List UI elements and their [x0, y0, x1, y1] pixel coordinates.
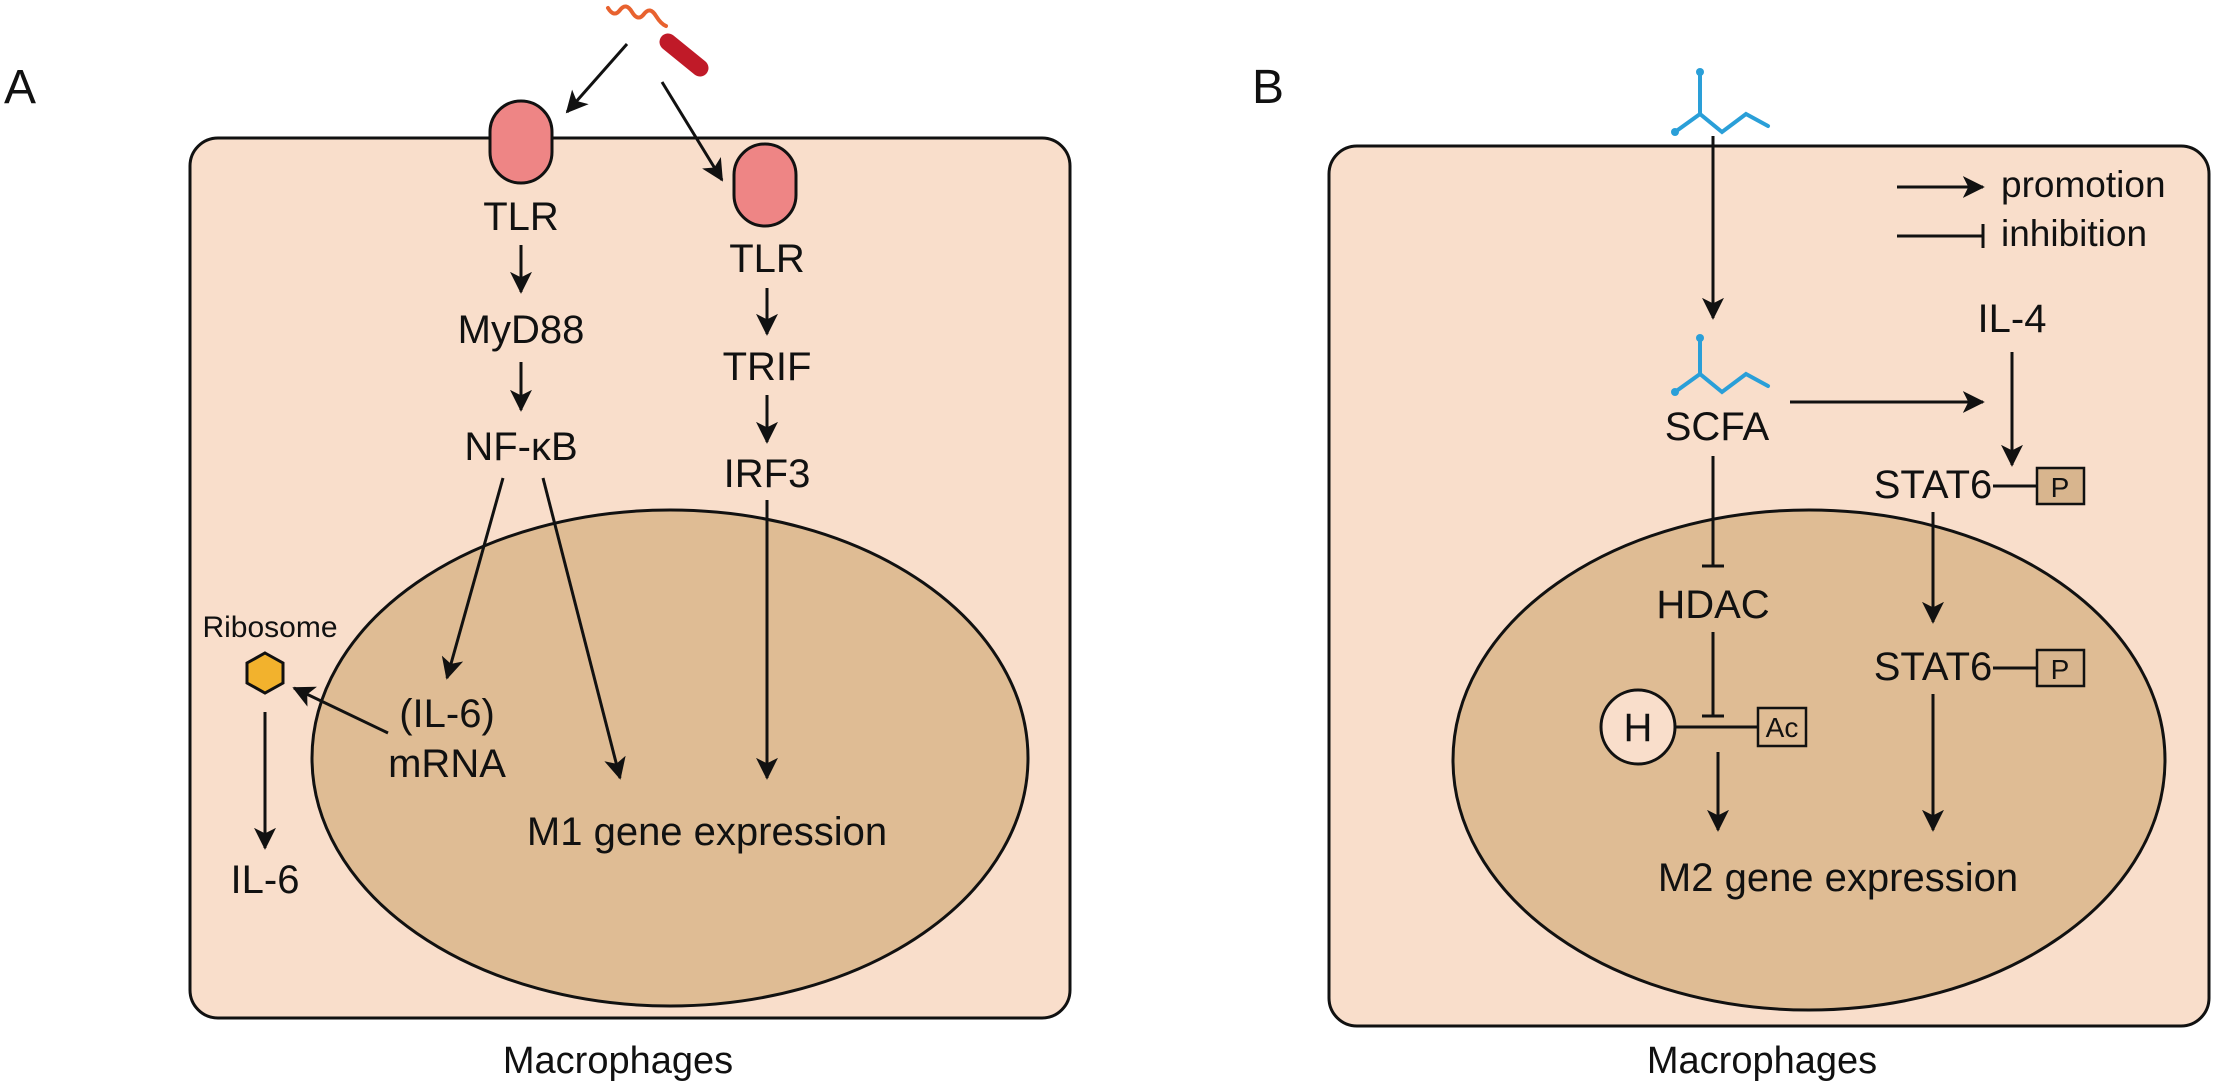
nfkb-label: NF-κB [464, 425, 577, 469]
panel-b: B promotion inhibition SCFA IL-4 [1252, 61, 2211, 1082]
nucleus-b [1451, 508, 2167, 1012]
mrna-line1-label: (IL-6) [399, 692, 495, 736]
tlr-receptor-icon [488, 99, 554, 185]
legend-promotion-label: promotion [2001, 164, 2166, 205]
myd88-label: MyD88 [458, 308, 585, 352]
il6-label: IL-6 [231, 858, 300, 902]
panel-a-letter: A [4, 61, 36, 114]
scfa-molecule-icon [1671, 68, 1770, 136]
mrna-line2-label: mRNA [388, 742, 506, 786]
phosphate-box-bottom [2035, 648, 2086, 688]
arrow-bacterium-to-tlr-left [565, 43, 629, 114]
phosphate-bottom-label: P [2051, 654, 2070, 685]
trif-label: TRIF [723, 345, 812, 389]
arrow-nfkb-to-m1 [541, 477, 626, 780]
macrophages-caption-b: Macrophages [1647, 1040, 1877, 1082]
acetyl-box [1756, 706, 1808, 748]
arrow-bacterium-to-tlr-right [660, 81, 724, 182]
panel-a: A TLR MyD88 NF-κB TLR TRIF IRF3 (IL-6) [4, 4, 1072, 1082]
tlr-right-label: TLR [729, 237, 805, 281]
hexagon-ribosome-icon [245, 651, 285, 695]
phosphate-box-top [2035, 466, 2086, 506]
nucleus-a [310, 508, 1030, 1008]
tlr-left-label: TLR [483, 195, 559, 239]
ribosome-label: Ribosome [202, 611, 337, 644]
phosphate-top-label: P [2051, 472, 2070, 503]
legend-inhibition-label: inhibition [2001, 213, 2147, 254]
bacterium-icon [606, 4, 709, 77]
scfa-label: SCFA [1665, 405, 1770, 449]
scfa-molecule-icon [1671, 334, 1770, 396]
macrophages-caption-a: Macrophages [503, 1040, 733, 1082]
panel-b-letter: B [1252, 61, 1284, 114]
m2-gene-expression-label: M2 gene expression [1658, 856, 2018, 900]
arrow-mrna-to-ribosome [292, 686, 389, 735]
acetyl-label: Ac [1766, 712, 1799, 743]
m1-gene-expression-label: M1 gene expression [527, 810, 887, 854]
hdac-label: HDAC [1656, 583, 1769, 627]
stat6-bottom-label: STAT6 [1874, 645, 1993, 689]
il4-label: IL-4 [1978, 297, 2047, 341]
arrow-nfkb-to-mrna [441, 477, 505, 680]
stat6-top-label: STAT6 [1874, 463, 1993, 507]
irf3-label: IRF3 [724, 452, 811, 496]
tlr-receptor-icon [732, 142, 798, 228]
histone-label: H [1624, 706, 1653, 750]
